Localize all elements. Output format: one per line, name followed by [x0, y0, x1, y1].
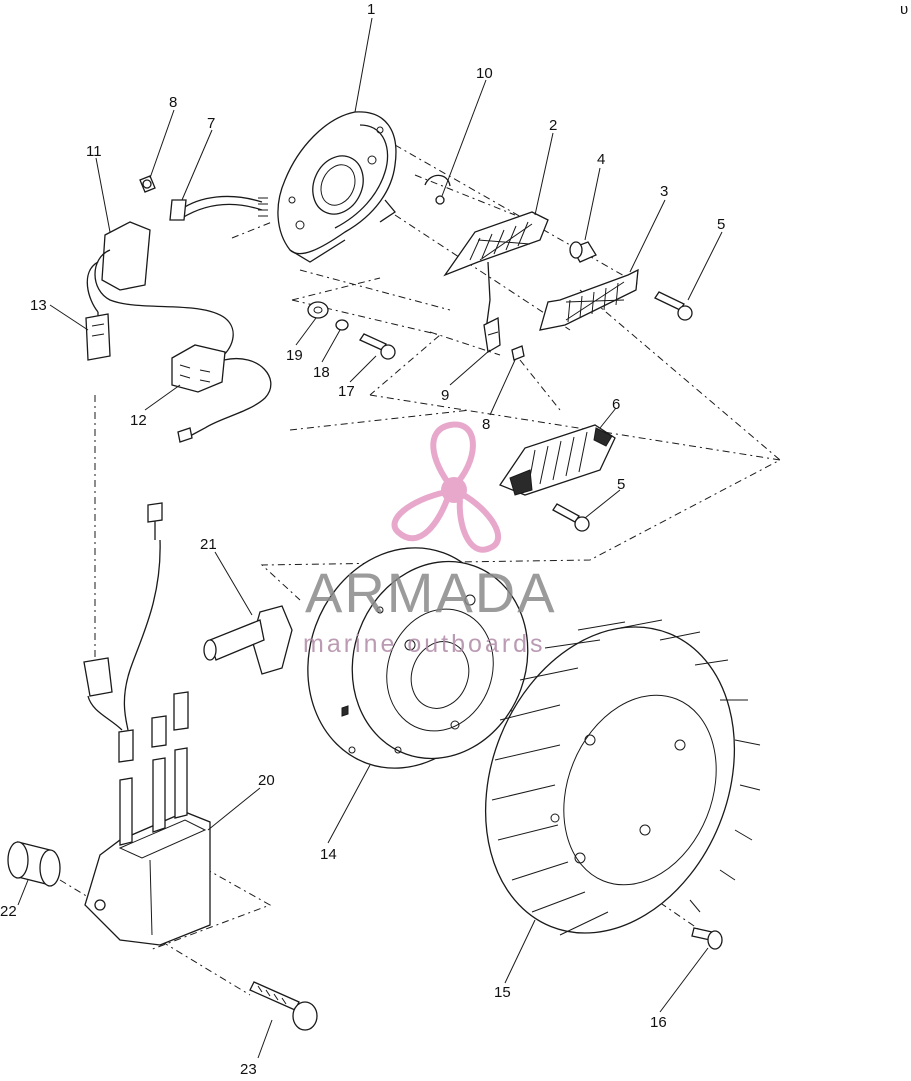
rectifier [171, 344, 272, 443]
leader-lines [17, 17, 723, 1059]
cooling-fan [484, 619, 761, 936]
watermark-brand: ARMADA [305, 561, 557, 624]
small-screw-mid [511, 345, 525, 361]
stator-plate [277, 111, 397, 263]
mounting-bolt [249, 981, 318, 1031]
small-screw-top [139, 175, 156, 193]
callout-4: 4 [597, 151, 605, 168]
coil-screw [654, 291, 693, 321]
callout-1: 1 [367, 1, 375, 18]
callout-2: 2 [549, 117, 557, 134]
callout-5-top: 5 [717, 216, 725, 233]
callout-9: 9 [441, 387, 449, 404]
callout-14: 14 [320, 846, 337, 863]
callout-16: 16 [650, 1014, 667, 1031]
plug-connector [85, 313, 111, 361]
watermark: ARMADA marine outboards [303, 421, 557, 658]
lock-washer [335, 319, 349, 331]
flat-washer [307, 301, 329, 319]
wire-harness [169, 195, 268, 221]
callout-6: 6 [612, 396, 620, 413]
corner-mark: υ [900, 1, 908, 18]
callout-15: 15 [494, 984, 511, 1001]
watermark-tagline: marine outboards [303, 630, 546, 658]
callout-13: 13 [30, 297, 47, 314]
coil [539, 268, 639, 331]
callout-8-top: 8 [169, 94, 177, 111]
charge-coil [443, 211, 549, 331]
rubber-damper [7, 841, 61, 887]
flywheel [307, 547, 529, 769]
callout-3: 3 [660, 183, 668, 200]
ignition-coil [83, 502, 211, 946]
callout-17: 17 [338, 383, 355, 400]
callout-11: 11 [86, 143, 102, 160]
pulser-screw [552, 503, 590, 532]
pulser-coil [499, 424, 616, 496]
callout-21: 21 [200, 536, 217, 553]
spacer [569, 241, 597, 263]
spark-plug-cap [203, 605, 293, 675]
callout-7: 7 [207, 115, 215, 132]
callout-22: 22 [0, 903, 17, 920]
callout-8-mid: 8 [482, 416, 490, 433]
callout-12: 12 [130, 412, 147, 429]
callout-20: 20 [258, 772, 275, 789]
stator-bolt [359, 333, 396, 360]
callout-23: 23 [240, 1061, 257, 1076]
callout-18: 18 [313, 364, 330, 381]
propeller-logo-icon [391, 421, 502, 553]
fan-bolt [691, 927, 723, 950]
terminal [483, 316, 501, 354]
callout-19: 19 [286, 347, 303, 364]
callout-5-bottom: 5 [617, 476, 625, 493]
wire-clip [424, 174, 451, 205]
callout-10: 10 [476, 65, 493, 82]
